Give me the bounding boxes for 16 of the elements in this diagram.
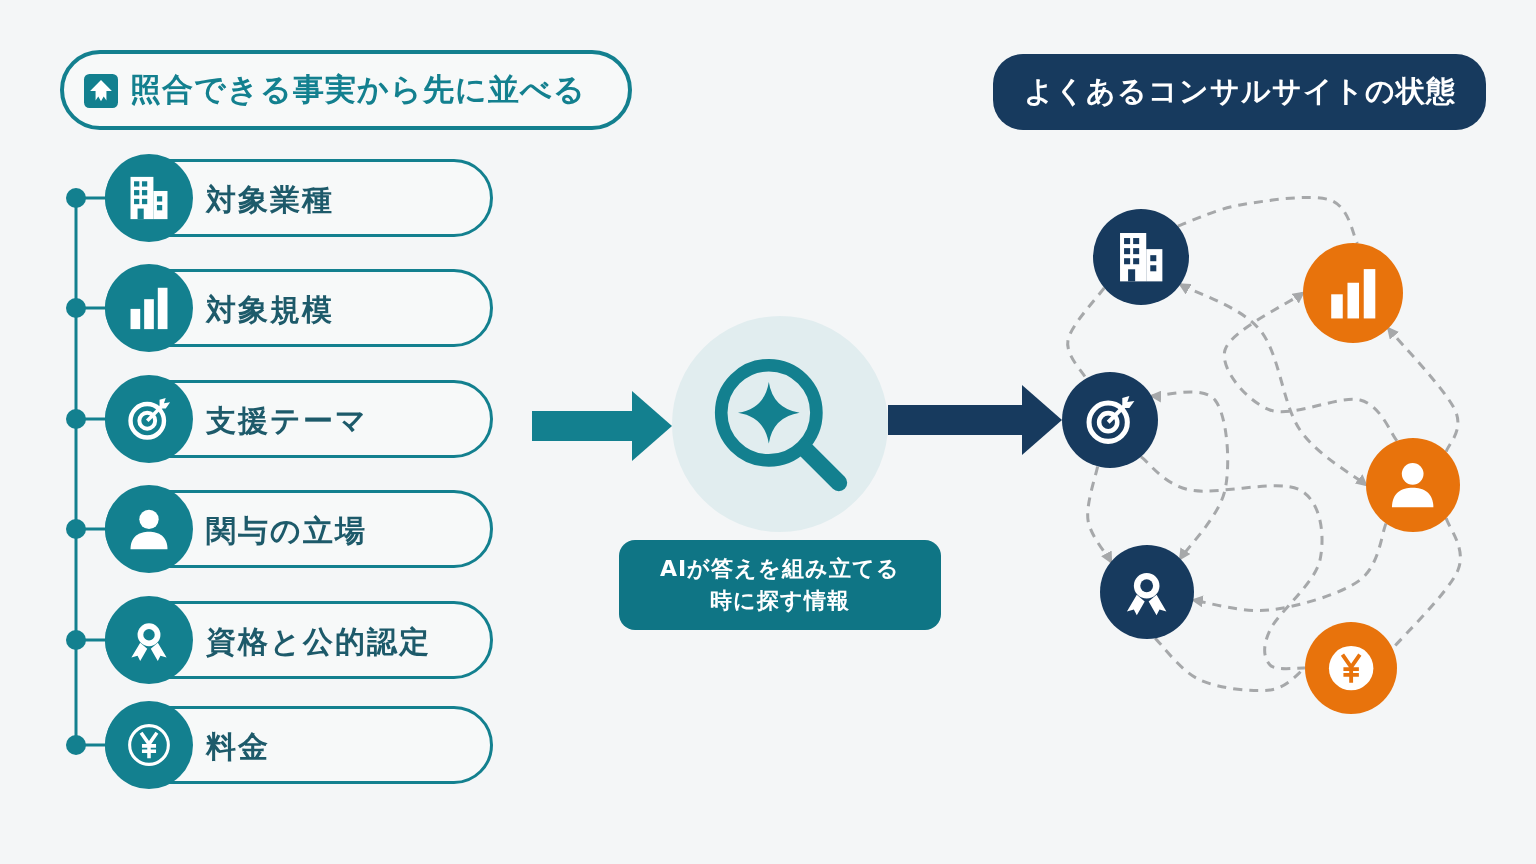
dashed-arrow [1222,291,1399,442]
title-pill: よくあるコンサルサイトの状態 [993,54,1486,130]
dashed-arrow [1149,389,1230,561]
item-label: 関与の立場 [206,512,367,550]
item-label: 支援テーマ [206,402,368,440]
item-label: 対象業種 [206,181,334,219]
item-label: 料金 [206,728,270,766]
block-arrow [888,385,1062,455]
info-label: AIが答えを組み立てる時に探す情報 [619,540,941,630]
dashed-arrow [1086,466,1113,564]
heading-text: 照合できる事実から先に並べる [130,70,586,109]
block-arrow [532,391,672,461]
item-label: 資格と公的認定 [206,623,431,661]
item-label: 対象規模 [206,291,334,329]
dashed-arrow [1178,283,1368,487]
dashed-arrow [1386,326,1460,453]
